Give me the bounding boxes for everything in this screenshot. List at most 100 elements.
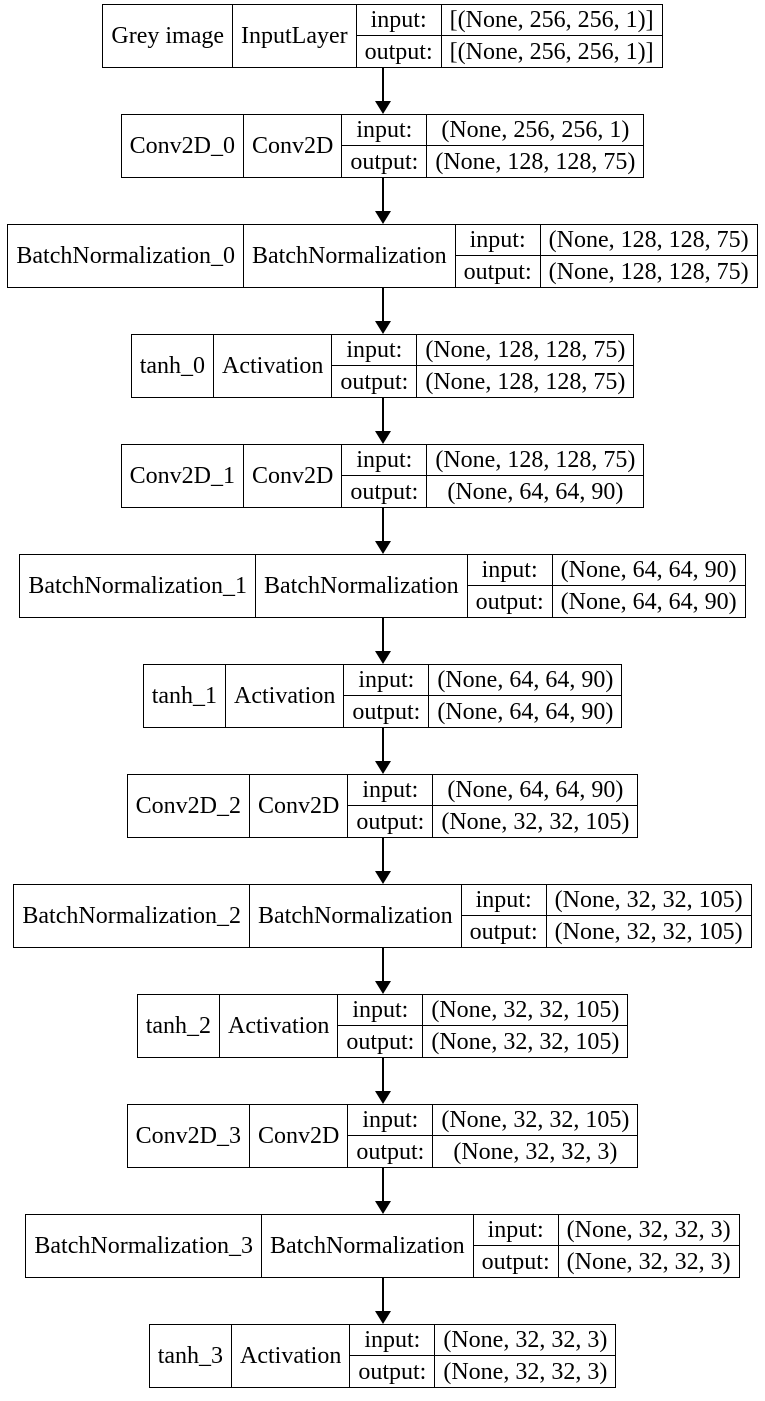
edge-line bbox=[381, 1168, 384, 1201]
layer-name: tanh_0 bbox=[132, 335, 215, 397]
input-shape: (None, 64, 64, 90) bbox=[429, 665, 622, 696]
output-label: output: bbox=[344, 696, 430, 727]
arrowhead-icon bbox=[374, 321, 391, 334]
layer-type: Activation bbox=[220, 995, 339, 1057]
edge-line bbox=[381, 178, 384, 211]
edge-connector bbox=[374, 948, 391, 994]
arrowhead-icon bbox=[374, 1201, 391, 1214]
edge-connector bbox=[374, 68, 391, 114]
layer-name: Conv2D_1 bbox=[122, 445, 244, 507]
output-shape: (None, 32, 32, 3) bbox=[566, 1248, 731, 1275]
arrowhead-icon bbox=[374, 1091, 391, 1104]
edge-connector bbox=[374, 178, 391, 224]
arrowhead-icon bbox=[374, 761, 391, 774]
layer-type: BatchNormalization bbox=[250, 885, 462, 947]
input-label: input: bbox=[350, 1325, 436, 1356]
layer-node: tanh_0 Activation input: (None, 128, 128… bbox=[130, 334, 635, 398]
output-shape: (None, 32, 32, 3) bbox=[443, 1358, 608, 1385]
input-shape: (None, 64, 64, 90) bbox=[552, 555, 745, 586]
layer-name: BatchNormalization_1 bbox=[20, 555, 256, 617]
layer-node: Conv2D_2 Conv2D input: (None, 64, 64, 90… bbox=[126, 774, 639, 838]
output-label: output: bbox=[332, 366, 418, 397]
input-label: input: bbox=[467, 555, 553, 586]
layer-type: Activation bbox=[226, 665, 345, 727]
edge-connector bbox=[374, 618, 391, 664]
input-shape: (None, 64, 64, 90) bbox=[433, 775, 638, 806]
edge-connector bbox=[374, 1168, 391, 1214]
output-label: output: bbox=[462, 916, 547, 947]
arrowhead-icon bbox=[374, 1311, 391, 1324]
edge-line bbox=[381, 838, 384, 871]
input-shape: (None, 32, 32, 105) bbox=[433, 1105, 638, 1136]
layer-type: BatchNormalization bbox=[244, 225, 456, 287]
edge-line bbox=[381, 68, 384, 101]
layer-name: BatchNormalization_3 bbox=[26, 1215, 262, 1277]
input-label: input: bbox=[473, 1215, 559, 1246]
input-label: input: bbox=[348, 775, 434, 806]
input-label: input: bbox=[356, 5, 442, 36]
edge-connector bbox=[374, 1278, 391, 1324]
arrowhead-icon bbox=[374, 651, 391, 664]
layer-type: Conv2D bbox=[244, 115, 343, 177]
arrowhead-icon bbox=[374, 981, 391, 994]
layer-node: BatchNormalization_1 BatchNormalization … bbox=[19, 554, 746, 618]
input-label: input: bbox=[348, 1105, 434, 1136]
layer-name: tanh_3 bbox=[150, 1325, 233, 1387]
edge-line bbox=[381, 1058, 384, 1091]
input-label: input: bbox=[342, 115, 428, 146]
output-shape: (None, 64, 64, 90) bbox=[437, 698, 614, 725]
layer-node: tanh_1 Activation input: (None, 64, 64, … bbox=[142, 664, 623, 728]
input-shape: (None, 32, 32, 105) bbox=[423, 995, 628, 1026]
output-label: output: bbox=[348, 806, 434, 837]
output-label: output: bbox=[474, 1246, 559, 1277]
output-label: output: bbox=[342, 476, 428, 507]
arrowhead-icon bbox=[374, 101, 391, 114]
input-shape: (None, 32, 32, 3) bbox=[558, 1215, 739, 1246]
input-shape: (None, 256, 256, 1) bbox=[427, 115, 644, 146]
layer-node: Conv2D_1 Conv2D input: (None, 128, 128, … bbox=[120, 444, 645, 508]
output-shape: (None, 128, 128, 75) bbox=[425, 368, 626, 395]
layer-name: tanh_1 bbox=[144, 665, 227, 727]
input-label: input: bbox=[455, 225, 541, 256]
input-label: input: bbox=[338, 995, 424, 1026]
edge-line bbox=[381, 618, 384, 651]
input-shape: [(None, 256, 256, 1)] bbox=[441, 5, 662, 36]
output-label: output: bbox=[350, 1356, 436, 1387]
edge-connector bbox=[374, 838, 391, 884]
output-shape: (None, 128, 128, 75) bbox=[435, 148, 636, 175]
output-shape: (None, 32, 32, 105) bbox=[431, 1028, 620, 1055]
layer-node: BatchNormalization_3 BatchNormalization … bbox=[25, 1214, 740, 1278]
layer-node: BatchNormalization_2 BatchNormalization … bbox=[13, 884, 752, 948]
layer-type: Activation bbox=[214, 335, 333, 397]
output-shape: (None, 32, 32, 105) bbox=[554, 918, 743, 945]
layer-type: Conv2D bbox=[250, 1105, 349, 1167]
arrowhead-icon bbox=[374, 541, 391, 554]
edge-line bbox=[381, 508, 384, 541]
output-shape: (None, 32, 32, 105) bbox=[441, 808, 630, 835]
edge-connector bbox=[374, 288, 391, 334]
edge-line bbox=[381, 948, 384, 981]
arrowhead-icon bbox=[374, 871, 391, 884]
edge-line bbox=[381, 1278, 384, 1311]
layer-name: Grey image bbox=[103, 5, 234, 67]
layer-node: Grey image InputLayer input: [(None, 256… bbox=[102, 4, 663, 68]
layer-type: Activation bbox=[232, 1325, 351, 1387]
layer-name: Conv2D_3 bbox=[128, 1105, 250, 1167]
input-label: input: bbox=[461, 885, 547, 916]
layer-node: BatchNormalization_0 BatchNormalization … bbox=[7, 224, 758, 288]
input-label: input: bbox=[332, 335, 418, 366]
layer-name: Conv2D_0 bbox=[122, 115, 244, 177]
layer-type: BatchNormalization bbox=[256, 555, 468, 617]
output-label: output: bbox=[338, 1026, 424, 1057]
arrowhead-icon bbox=[374, 431, 391, 444]
edge-connector bbox=[374, 508, 391, 554]
edge-connector bbox=[374, 728, 391, 774]
output-shape: (None, 64, 64, 90) bbox=[447, 478, 624, 505]
edge-line bbox=[381, 728, 384, 761]
output-label: output: bbox=[342, 146, 428, 177]
input-label: input: bbox=[342, 445, 428, 476]
edge-connector bbox=[374, 1058, 391, 1104]
output-shape: (None, 128, 128, 75) bbox=[548, 258, 749, 285]
layer-name: BatchNormalization_0 bbox=[8, 225, 244, 287]
